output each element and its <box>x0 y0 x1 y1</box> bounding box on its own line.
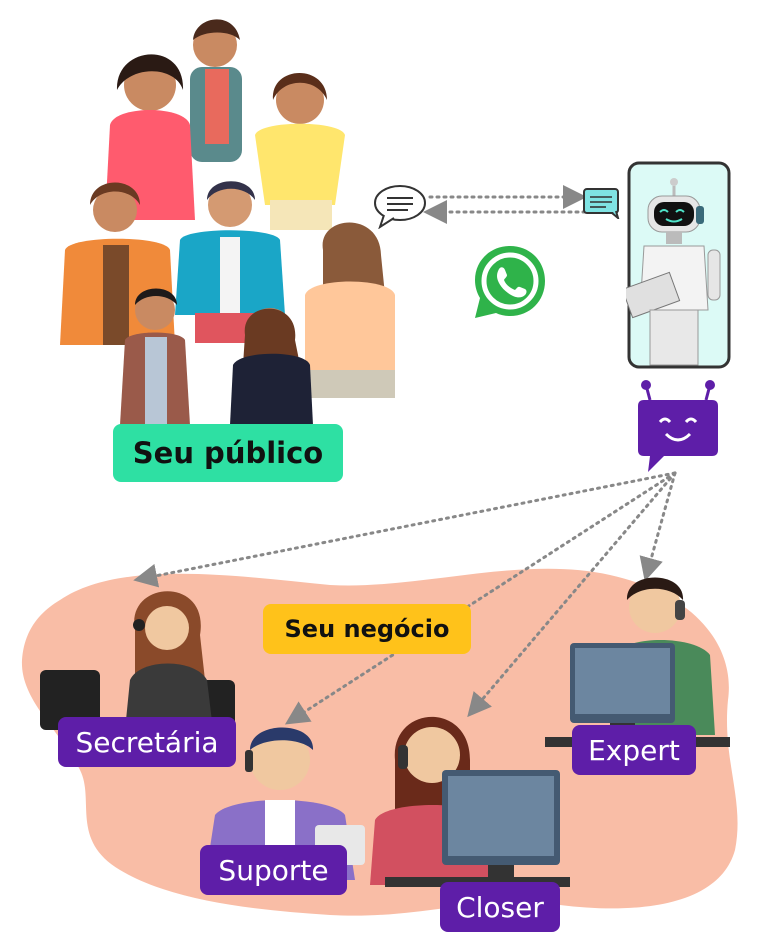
role-label-expert: Expert <box>572 725 696 775</box>
robot-phone-icon <box>626 161 731 369</box>
role-label-suporte: Suporte <box>200 845 347 895</box>
chat-bubble-icon <box>583 188 620 219</box>
bot-badge-icon <box>638 380 718 472</box>
business-label: Seu negócio <box>263 604 471 654</box>
whatsapp-icon <box>475 246 545 318</box>
closer-illustration <box>370 716 570 887</box>
role-label-closer: Closer <box>440 882 560 932</box>
role-label-secretaria: Secretária <box>58 717 236 767</box>
audience-label: Seu público <box>113 424 343 482</box>
audience-illustration <box>60 19 395 425</box>
speech-bubble-icon <box>374 185 426 229</box>
